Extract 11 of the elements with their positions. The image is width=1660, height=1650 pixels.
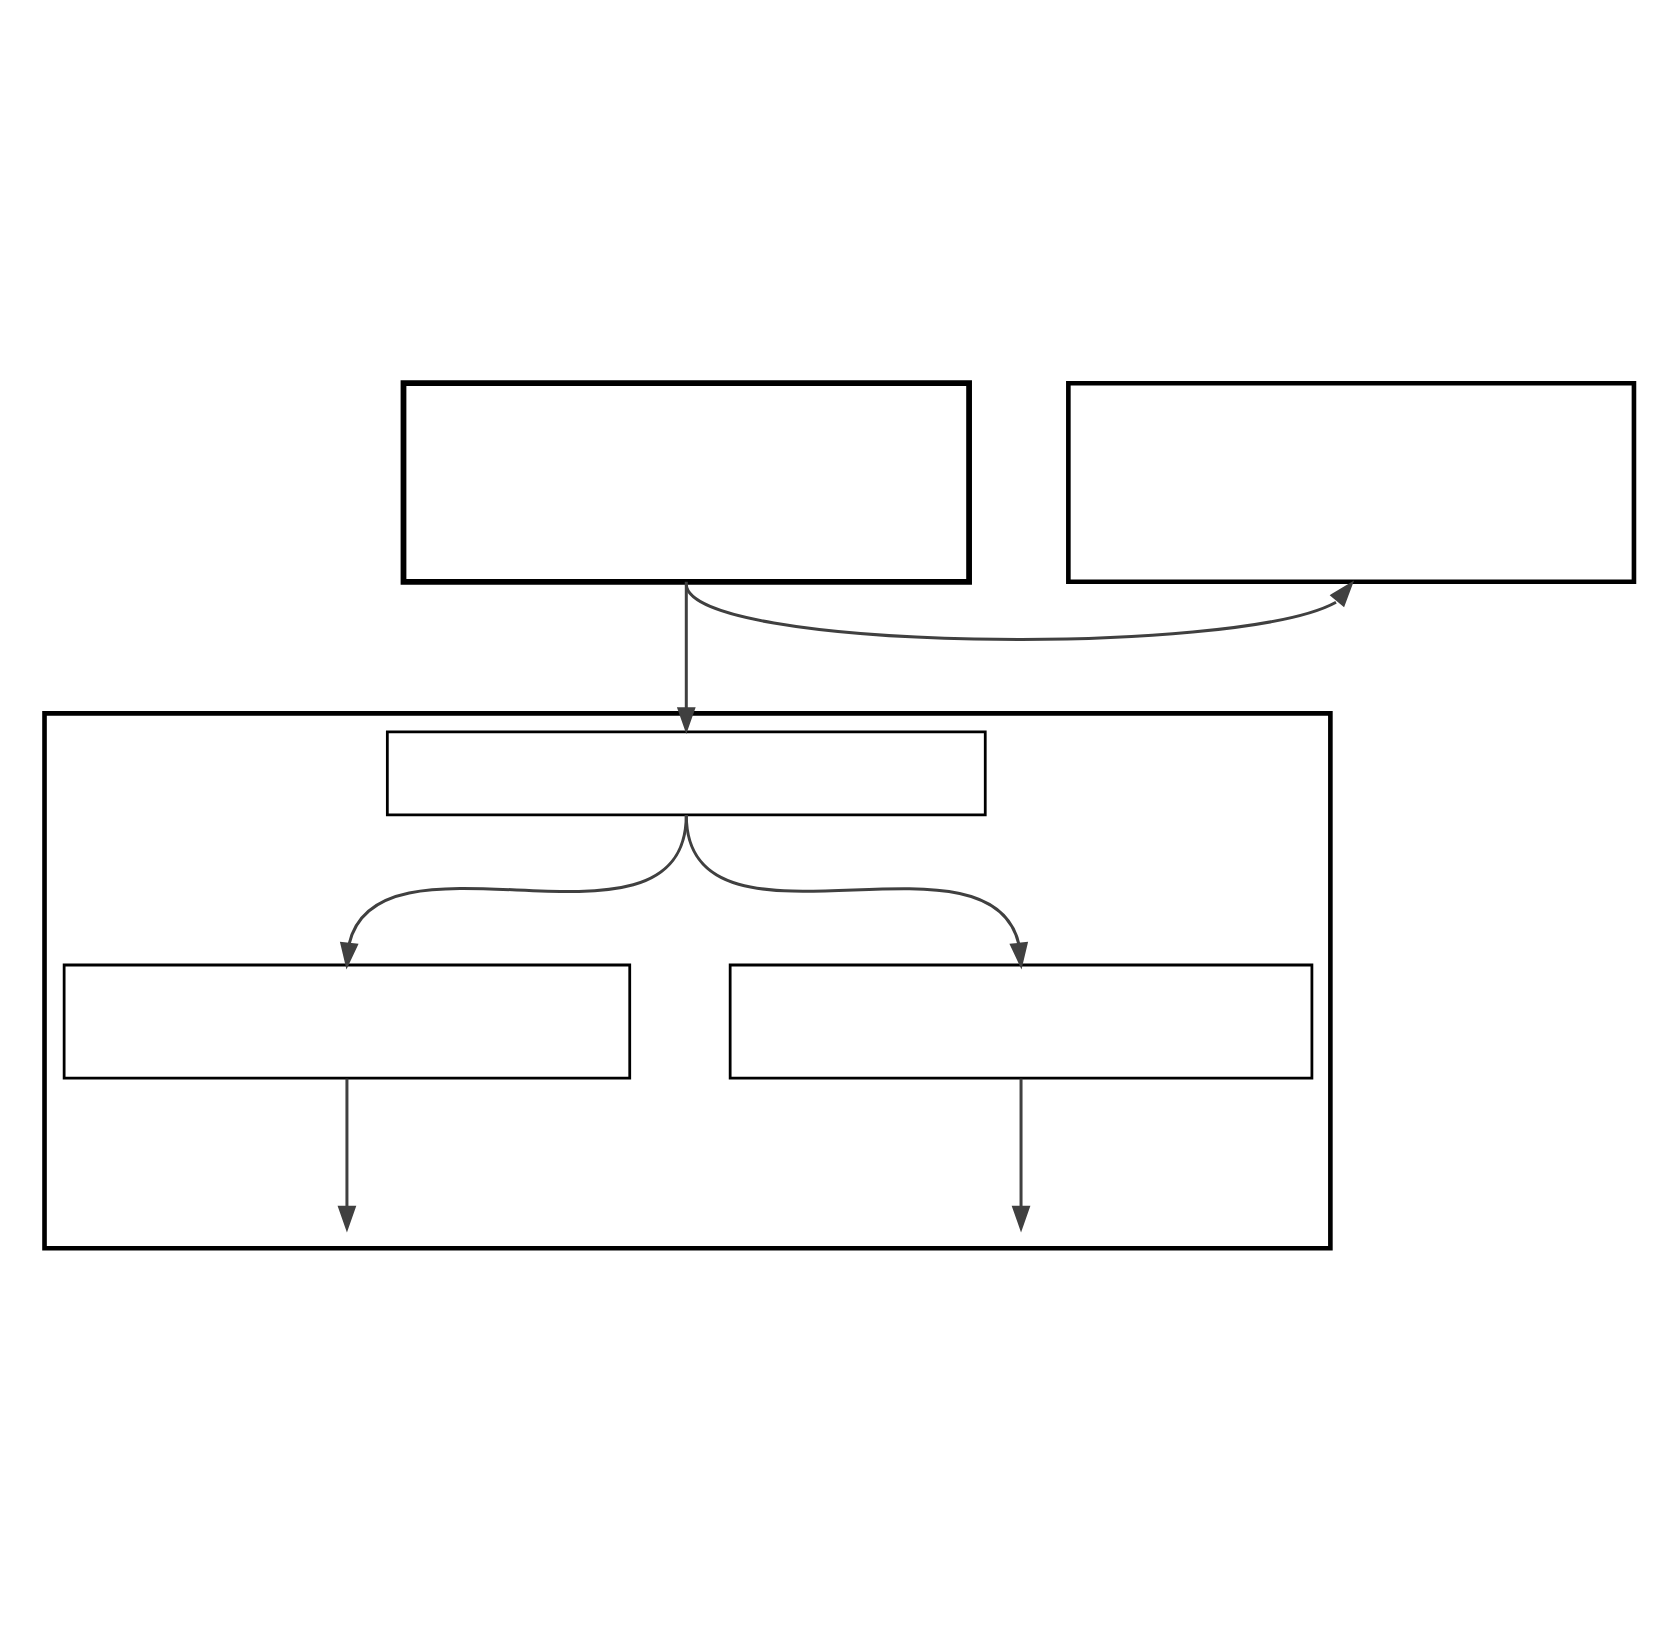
arrow bbox=[1011, 1078, 1031, 1233]
arrow bbox=[685, 580, 1355, 641]
cluster bbox=[42, 711, 1333, 1251]
node-box bbox=[1066, 380, 1637, 585]
node-box bbox=[400, 380, 972, 585]
node-box bbox=[385, 730, 987, 817]
node-box bbox=[62, 963, 632, 1080]
arrow bbox=[337, 1078, 357, 1233]
node-box bbox=[728, 963, 1314, 1080]
arrow bbox=[676, 581, 696, 735]
arrow bbox=[684, 814, 1029, 970]
